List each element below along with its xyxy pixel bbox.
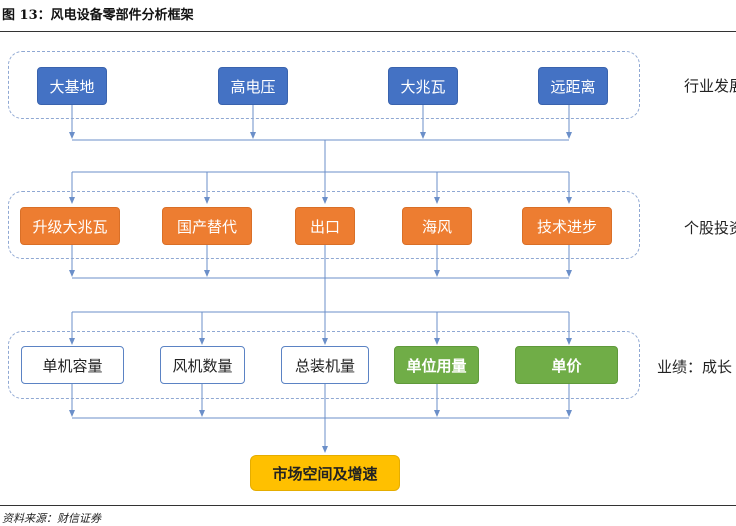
industry-item-large-megawatt: 大兆瓦 — [388, 67, 458, 105]
performance-group — [8, 331, 640, 399]
stock-layer-label: 个股投资 — [684, 219, 736, 237]
performance-item-unit-capacity: 单机容量 — [21, 346, 124, 384]
stock-item-tech-progress: 技术进步 — [522, 207, 612, 245]
stock-group — [8, 191, 640, 259]
industry-group — [8, 51, 640, 119]
performance-item-unit-price: 单价 — [515, 346, 618, 384]
stock-item-upgrade-megawatt: 升级大兆瓦 — [20, 207, 120, 245]
stock-item-export: 出口 — [295, 207, 355, 245]
result-market-space: 市场空间及增速 — [250, 455, 400, 491]
industry-item-high-voltage: 高电压 — [218, 67, 288, 105]
bottom-rule — [0, 505, 736, 506]
top-rule — [0, 31, 736, 32]
performance-item-unit-usage: 单位用量 — [394, 346, 479, 384]
performance-layer-label: 业绩：成长 — [657, 358, 733, 376]
industry-item-large-base: 大基地 — [37, 67, 107, 105]
connector-lines — [69, 105, 572, 453]
performance-item-turbine-count: 风机数量 — [160, 346, 245, 384]
stock-item-domestic-substitution: 国产替代 — [162, 207, 252, 245]
stock-item-offshore-wind: 海风 — [402, 207, 472, 245]
industry-item-long-distance: 远距离 — [538, 67, 608, 105]
figure-source: 资料来源：财信证券 — [2, 512, 101, 525]
figure-title: 图 13：风电设备零部件分析框架 — [2, 8, 194, 23]
performance-item-total-installed: 总装机量 — [281, 346, 369, 384]
industry-layer-label: 行业发展 — [684, 77, 736, 95]
